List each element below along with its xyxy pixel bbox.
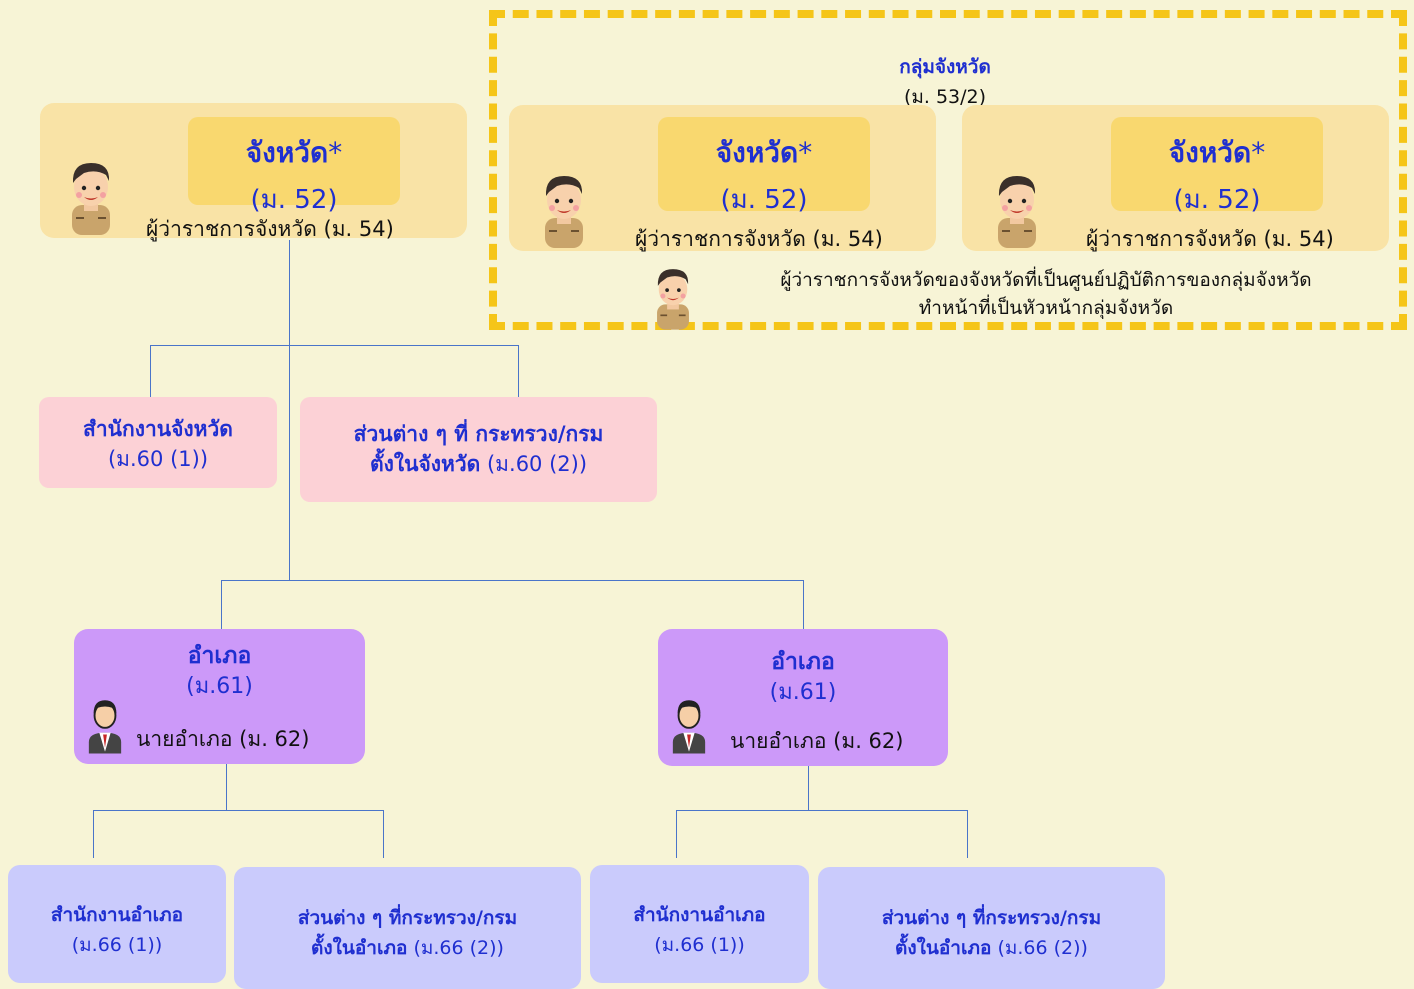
connector-to-district-units-right [967,810,968,858]
province-box-main: จังหวัด* (ม. 52) ผู้ว่าราชการจังหวัด (ม.… [40,103,467,241]
district-units-line2: ตั้งในอำเภอ [895,937,992,959]
province-name: จังหวัด [1168,136,1252,169]
connector-to-provincial-office [150,345,151,397]
district-chief-avatar-icon [670,695,708,755]
connector-district-branch [221,580,804,581]
governor-label: ผู้ว่าราชการจังหวัด (ม. 54) [1086,227,1334,251]
provincial-units-line2: ตั้งในจังหวัด [369,452,481,476]
provincial-units-box: ส่วนต่าง ๆ ที่ กระทรวง/กรม ตั้งในจังหวัด… [300,397,657,502]
connector-to-district-office-right [676,810,677,858]
district-section: (ม.61) [186,674,253,699]
connector-district-left-down [226,763,227,811]
district-section: (ม.61) [769,680,837,705]
province-name: จังหวัด [245,136,329,169]
district-units-section: (ม.66 (2)) [997,937,1088,959]
district-units-box-right: ส่วนต่าง ๆ ที่กระทรวง/กรม ตั้งในอำเภอ (ม… [818,867,1165,989]
district-office-section: (ม.66 (1)) [654,934,745,956]
governor-label: ผู้ว่าราชการจังหวัด (ม. 54) [146,217,394,241]
note-line-1: ผู้ว่าราชการจังหวัดของจังหวัดที่เป็นศูนย… [780,269,1312,291]
district-office-section: (ม.66 (1)) [71,934,163,956]
connector-to-district-units-left [383,810,384,858]
connector-province-down [289,240,290,580]
provincial-units-section: (ม.60 (2)) [486,452,588,476]
province-box-group-1: จังหวัด* (ม. 52) ผู้ว่าราชการจังหวัด (ม.… [509,105,936,251]
province-group-frame [489,10,1407,330]
province-inner-box: จังหวัด* [658,117,870,211]
district-box-right: อำเภอ (ม.61) นายอำเภอ (ม. 62) [658,629,948,766]
governor-avatar-icon [66,153,116,237]
connector-district-right-branch [676,810,968,811]
province-section: (ม. 52) [250,185,338,215]
connector-to-district-office-left [93,810,94,858]
district-office-name: สำนักงานอำเภอ [50,904,184,926]
governor-avatar-icon [992,167,1042,249]
province-name: จังหวัด [715,136,799,169]
province-box-group-2: จังหวัด* (ม. 52) ผู้ว่าราชการจังหวัด (ม.… [962,105,1389,251]
district-units-line2: ตั้งในอำเภอ [311,937,408,959]
district-name: อำเภอ [771,649,835,675]
district-office-name: สำนักงานอำเภอ [633,904,766,926]
connector-district-left-branch [93,810,384,811]
provincial-office-section: (ม.60 (1)) [107,447,209,471]
district-chief-avatar-icon [86,695,124,755]
connector-to-provincial-units [518,345,519,397]
province-group-title: กลุ่มจังหวัด (ม. 53/2) [800,52,1090,112]
province-star: * [798,136,813,169]
district-office-box-left: สำนักงานอำเภอ (ม.66 (1)) [8,865,226,983]
connector-to-district-left [221,580,222,630]
province-inner-box: จังหวัด* [188,117,400,205]
group-section: (ม. 53/2) [903,86,987,108]
group-title-text: กลุ่มจังหวัด [899,56,991,78]
district-box-left: อำเภอ (ม.61) นายอำเภอ (ม. 62) [74,629,365,764]
province-inner-box: จังหวัด* [1111,117,1323,211]
group-head-note: ผู้ว่าราชการจังหวัดของจังหวัดที่เป็นศูนย… [696,266,1396,322]
province-star: * [328,136,343,169]
district-chief-label: นายอำเภอ (ม. 62) [136,727,310,751]
district-chief-label: นายอำเภอ (ม. 62) [730,729,904,753]
province-section: (ม. 52) [720,185,808,215]
district-units-line1: ส่วนต่าง ๆ ที่กระทรวง/กรม [881,907,1102,929]
province-section: (ม. 52) [1173,185,1261,215]
governor-avatar-icon [652,262,694,330]
provincial-units-line1: ส่วนต่าง ๆ ที่ กระทรวง/กรม [353,422,604,446]
governor-label: ผู้ว่าราชการจังหวัด (ม. 54) [635,227,883,251]
governor-avatar-icon [539,167,589,249]
provincial-office-name: สำนักงานจังหวัด [83,417,233,441]
district-office-box-right: สำนักงานอำเภอ (ม.66 (1)) [590,865,809,983]
district-units-section: (ม.66 (2)) [413,937,504,959]
connector-to-district-right [803,580,804,630]
provincial-office-box: สำนักงานจังหวัด (ม.60 (1)) [39,397,277,488]
district-units-line1: ส่วนต่าง ๆ ที่กระทรวง/กรม [297,907,518,929]
district-name: อำเภอ [187,643,252,669]
connector-province-branch [150,345,519,346]
province-star: * [1251,136,1266,169]
district-units-box-left: ส่วนต่าง ๆ ที่กระทรวง/กรม ตั้งในอำเภอ (ม… [234,867,581,989]
connector-district-right-down [808,763,809,811]
note-line-2: ทำหน้าที่เป็นหัวหน้ากลุ่มจังหวัด [918,297,1174,319]
